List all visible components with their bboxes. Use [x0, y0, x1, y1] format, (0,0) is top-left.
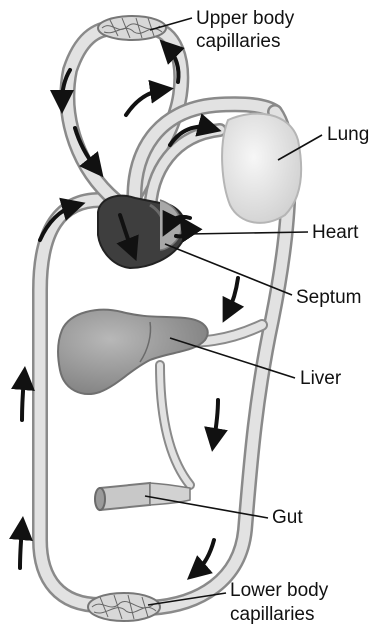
leader-liver	[170, 338, 295, 378]
label-lower-capillaries-line1: Lower body	[230, 580, 328, 602]
label-lower-capillaries-line2: capillaries	[230, 604, 314, 626]
label-gut: Gut	[272, 507, 303, 529]
flow-arrow-left-lower	[20, 528, 22, 568]
label-septum: Septum	[296, 287, 361, 309]
flow-arrow-to-lung	[126, 90, 162, 115]
label-liver: Liver	[300, 368, 341, 390]
left-vessel-loop	[40, 200, 100, 605]
liver-organ	[58, 310, 208, 394]
label-upper-capillaries-line2: capillaries	[196, 31, 280, 53]
label-heart: Heart	[312, 222, 358, 244]
flow-arrow-right-upper	[228, 278, 238, 312]
lower-capillaries	[88, 593, 160, 621]
label-lung: Lung	[327, 124, 369, 146]
flow-arrow-right-middle	[214, 400, 218, 440]
gut-organ	[95, 483, 190, 510]
heart-organ	[98, 196, 186, 268]
flow-arrow-left-middle	[22, 378, 24, 420]
label-upper-capillaries-line1: Upper body	[196, 8, 294, 30]
lung-organ	[222, 114, 301, 223]
flow-arrow-right-lower	[196, 540, 214, 572]
